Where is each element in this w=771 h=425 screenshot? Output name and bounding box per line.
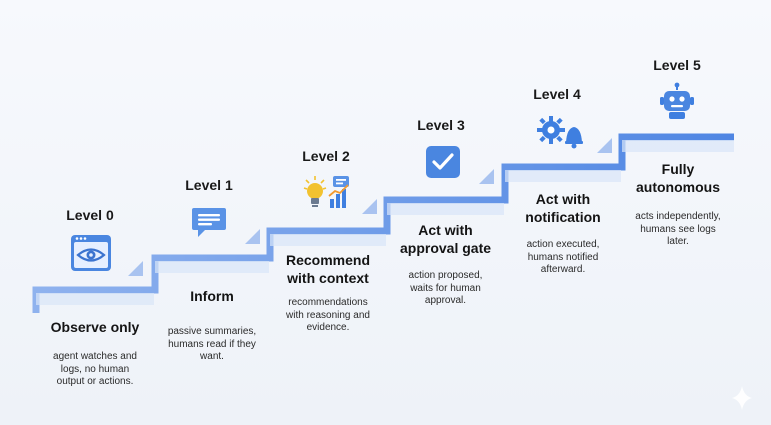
level-1-title: Inform [190, 288, 234, 304]
level-0-label: Level 0 [66, 207, 114, 223]
level-1-label: Level 1 [185, 177, 233, 193]
level-5-description: acts independently, humans see logs late… [635, 211, 721, 247]
lightbulb-chart-icon [303, 176, 349, 208]
level-0-description: agent watches and logs, no human output … [53, 351, 137, 387]
level-1-description: passive summaries, humans read if they w… [167, 326, 257, 362]
eye-monitor-icon [71, 235, 111, 271]
gear-bell-icon [537, 116, 583, 149]
level-4-description: action executed, humans notified afterwa… [526, 239, 600, 275]
level-3-label: Level 3 [417, 117, 465, 133]
step-corner-2 [362, 199, 377, 214]
staircase-path [32, 133, 734, 313]
robot-icon [660, 82, 694, 119]
step-corner-3 [479, 169, 494, 184]
level-4-label: Level 4 [533, 86, 581, 102]
level-3-title: Act with approval gate [399, 222, 492, 256]
level-5-title: Fully autonomous [636, 161, 720, 195]
level-5-label: Level 5 [653, 57, 701, 73]
level-3-description: action proposed, waits for human approva… [408, 270, 483, 306]
level-0-title: Observe only [50, 319, 140, 335]
level-4-title: Act with notification [525, 191, 601, 225]
step-corner-4 [597, 138, 612, 153]
sparkle-icon [732, 386, 752, 410]
checkbox-icon [426, 146, 460, 178]
level-2-description: recommendations with reasoning and evide… [286, 297, 370, 333]
level-2-title: Recommend with context [285, 252, 371, 286]
step-corner-0 [128, 261, 143, 276]
chat-bubble-icon [192, 208, 226, 237]
step-corner-1 [245, 229, 260, 244]
level-2-label: Level 2 [302, 148, 350, 164]
